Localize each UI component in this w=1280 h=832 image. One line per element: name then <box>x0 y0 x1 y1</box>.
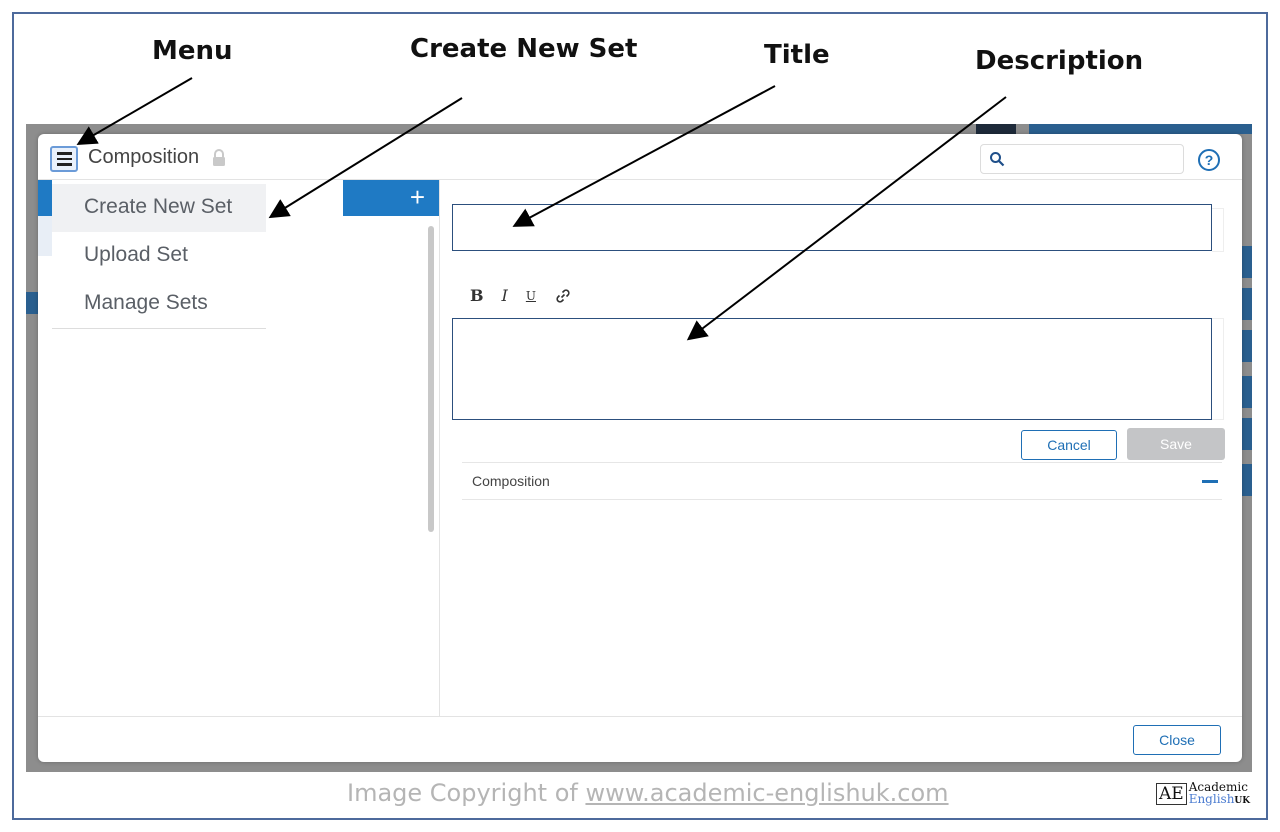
format-toolbar: B I U <box>470 286 572 305</box>
description-editor[interactable] <box>452 318 1212 420</box>
modal-footer: Close <box>38 716 1242 762</box>
scrollbar[interactable] <box>428 226 434 532</box>
modal-header: Composition ? <box>38 134 1242 180</box>
bold-button[interactable]: B <box>470 286 484 305</box>
search-icon <box>990 152 1005 167</box>
menu-button[interactable] <box>50 146 78 172</box>
logo-words: Academic EnglishUK <box>1189 781 1250 807</box>
add-set-button[interactable]: + <box>343 180 439 216</box>
copyright-notice: Image Copyright of www.academic-englishu… <box>347 779 949 807</box>
close-button[interactable]: Close <box>1133 725 1221 755</box>
description-editor-edge <box>1212 318 1224 420</box>
logo-academic: Academic <box>1188 780 1248 794</box>
academic-english-logo: AE Academic EnglishUK <box>1156 781 1250 807</box>
section-label: Composition <box>472 473 550 489</box>
save-button[interactable]: Save <box>1127 428 1225 460</box>
callout-create-new-set: Create New Set <box>410 34 638 64</box>
editor-pane: B I U Cancel Save Composition <box>440 180 1242 716</box>
menu-icon-bar <box>56 163 72 166</box>
title-input[interactable] <box>452 204 1212 251</box>
menu-icon-bar <box>56 152 72 155</box>
underline-button[interactable]: U <box>525 288 536 303</box>
list-header-tab <box>38 180 52 216</box>
lock-icon <box>213 149 225 166</box>
list-row <box>38 216 52 256</box>
backdrop-blue-strip <box>1029 124 1252 134</box>
cancel-button[interactable]: Cancel <box>1021 430 1117 460</box>
backdrop-side-tab <box>1242 246 1252 278</box>
logo-mark: AE <box>1156 783 1187 805</box>
backdrop-side-tab <box>1242 376 1252 408</box>
menu-item-upload-set[interactable]: Upload Set <box>84 243 188 266</box>
backdrop-side-tab <box>1242 464 1252 496</box>
search-input[interactable] <box>980 144 1184 174</box>
italic-button[interactable]: I <box>501 286 508 305</box>
callout-description: Description <box>975 46 1144 76</box>
menu-dropdown: Create New Set Upload Set Manage Sets <box>52 184 266 329</box>
backdrop-side-tab <box>1242 330 1252 362</box>
logo-english: English <box>1188 792 1235 806</box>
composition-modal: Composition ? + Create New Set Upload Se… <box>38 134 1242 762</box>
collapse-icon[interactable] <box>1202 480 1218 483</box>
composition-section-row[interactable]: Composition <box>462 462 1222 500</box>
logo-uk: UK <box>1234 796 1251 806</box>
backdrop-left-tab <box>26 292 38 314</box>
backdrop-side-tab <box>1242 288 1252 320</box>
menu-item-create-new-set[interactable]: Create New Set <box>52 184 266 232</box>
sets-list-pane: + Create New Set Upload Set Manage Sets <box>38 180 440 716</box>
title-input-edge <box>1212 208 1224 252</box>
copyright-prefix: Image Copyright of <box>347 779 586 807</box>
link-icon[interactable] <box>554 287 572 305</box>
callout-menu: Menu <box>152 36 233 66</box>
backdrop-side-tab <box>1242 418 1252 450</box>
modal-title: Composition <box>88 146 200 168</box>
copyright-link[interactable]: www.academic-englishuk.com <box>585 779 949 807</box>
menu-item-manage-sets[interactable]: Manage Sets <box>84 291 208 314</box>
help-icon[interactable]: ? <box>1198 149 1220 171</box>
menu-icon-bar <box>56 157 72 161</box>
callout-title: Title <box>764 40 830 70</box>
